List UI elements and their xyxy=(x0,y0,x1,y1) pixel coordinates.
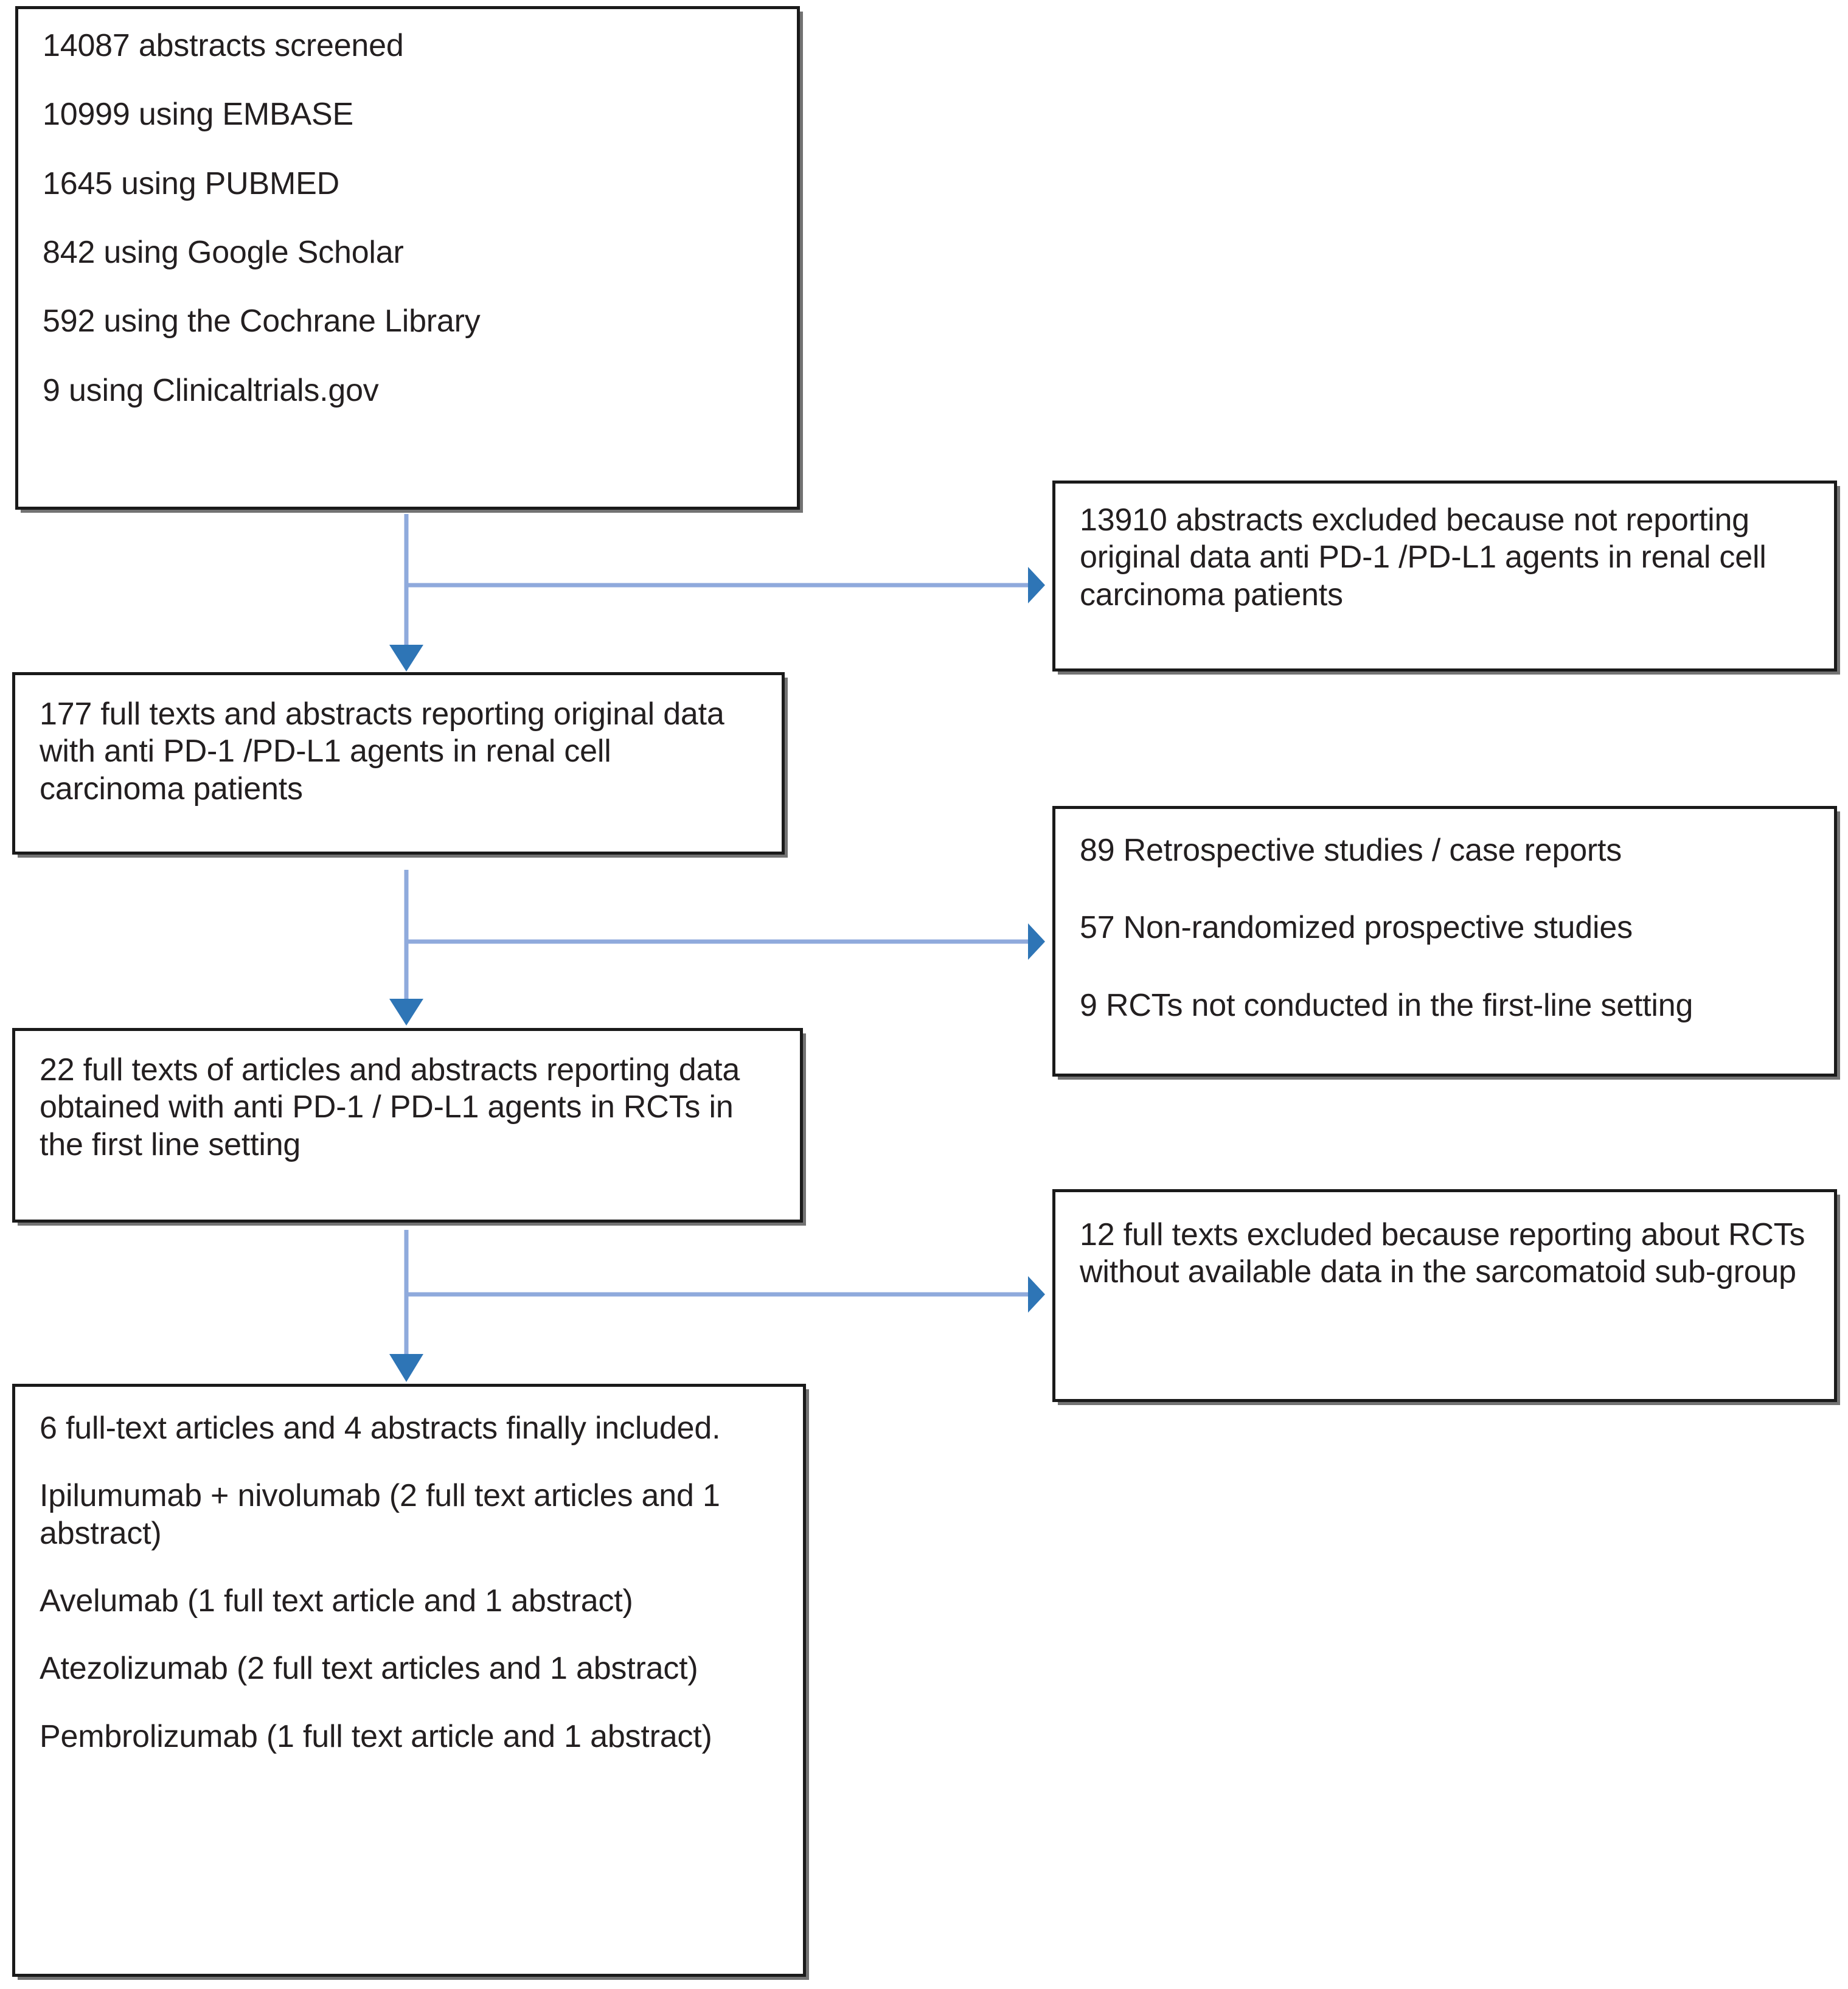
included-atezolizumab-line: Atezolizumab (2 full text articles and 1… xyxy=(40,1651,698,1687)
box-studies-included: 6 full-text articles and 4 abstracts fin… xyxy=(12,1384,806,1977)
connector-22-to-included xyxy=(389,1230,1045,1382)
rcts-22-line: 22 full texts of articles and abstracts … xyxy=(40,1052,740,1162)
box-content: 177 full texts and abstracts reporting o… xyxy=(15,675,782,828)
included-summary-line: 6 full-text articles and 4 abstracts fin… xyxy=(40,1411,721,1446)
screened-embase-line: 10999 using EMBASE xyxy=(43,97,353,133)
excluded-nonrandomized-line: 57 Non-randomized prospective studies xyxy=(1080,910,1633,946)
included-ipi-nivo-line: Ipilumumab + nivolumab (2 full text arti… xyxy=(40,1478,720,1551)
fulltexts-177-line: 177 full texts and abstracts reporting o… xyxy=(40,696,724,807)
connector-177-to-22 xyxy=(389,870,1045,1026)
box-abstracts-excluded: 13910 abstracts excluded because not rep… xyxy=(1052,481,1837,672)
included-pembrolizumab-line: Pembrolizumab (1 full text article and 1… xyxy=(40,1718,712,1754)
screened-total-line: 14087 abstracts screened xyxy=(43,28,404,63)
box-content: 14087 abstracts screened 10999 using EMB… xyxy=(18,9,797,459)
excluded-not-first-line: 9 RCTs not conducted in the first-line s… xyxy=(1080,987,1693,1023)
screened-clinicaltrials-line: 9 using Clinicaltrials.gov xyxy=(43,372,379,408)
box-study-design-excluded: 89 Retrospective studies / case reports … xyxy=(1052,806,1837,1077)
box-no-sarcomatoid-data-excluded: 12 full texts excluded because reporting… xyxy=(1052,1189,1837,1402)
excluded-abstracts-line: 13910 abstracts excluded because not rep… xyxy=(1080,502,1766,613)
box-content: 13910 abstracts excluded because not rep… xyxy=(1055,484,1834,632)
screened-google-scholar-line: 842 using Google Scholar xyxy=(43,235,404,271)
box-content: 89 Retrospective studies / case reports … xyxy=(1055,809,1834,1083)
box-full-texts-original-data: 177 full texts and abstracts reporting o… xyxy=(12,672,785,855)
box-content: 6 full-text articles and 4 abstracts fin… xyxy=(15,1387,803,1804)
box-rcts-first-line: 22 full texts of articles and abstracts … xyxy=(12,1028,803,1223)
box-records-screened: 14087 abstracts screened 10999 using EMB… xyxy=(15,6,800,510)
excluded-retrospective-line: 89 Retrospective studies / case reports xyxy=(1080,833,1622,868)
box-content: 12 full texts excluded because reporting… xyxy=(1055,1192,1834,1310)
screened-cochrane-line: 592 using the Cochrane Library xyxy=(43,304,481,339)
screened-pubmed-line: 1645 using PUBMED xyxy=(43,165,339,201)
excluded-sarcomatoid-line: 12 full texts excluded because reporting… xyxy=(1080,1217,1805,1290)
box-content: 22 full texts of articles and abstracts … xyxy=(15,1031,800,1184)
connector-screened-to-177 xyxy=(389,514,1045,672)
included-avelumab-line: Avelumab (1 full text article and 1 abst… xyxy=(40,1583,633,1619)
